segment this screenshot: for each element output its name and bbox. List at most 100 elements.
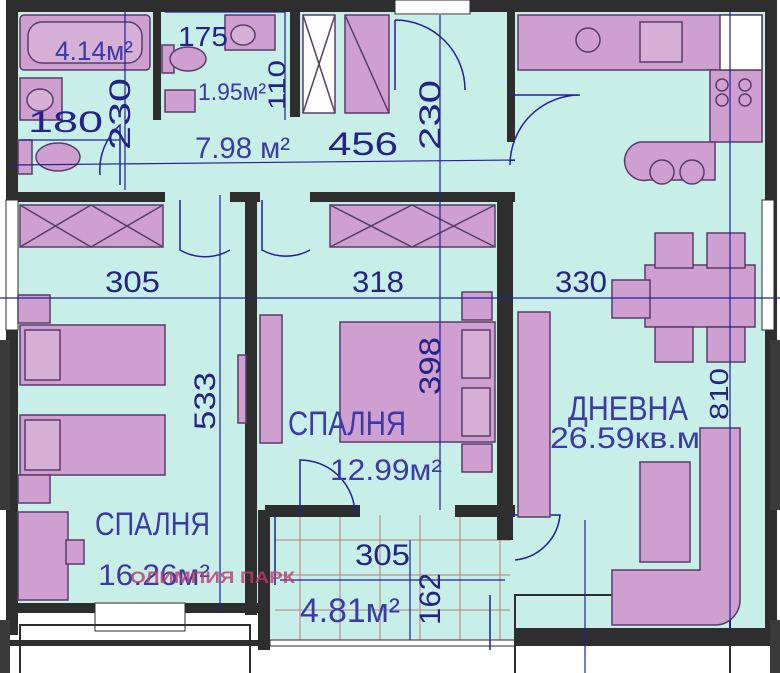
- kitchen-sink: [639, 21, 683, 63]
- bathtub-inner: [27, 21, 143, 64]
- tv-cabinet: [517, 311, 551, 518]
- bedroom-mid-area: 12.99м²: [330, 454, 442, 487]
- dining-table: [644, 264, 756, 328]
- wall-hall-kitchen: [507, 12, 515, 142]
- dim-398: 398: [414, 337, 447, 395]
- dresser-mid: [259, 314, 283, 444]
- living-area: 26.59кв.м: [550, 422, 700, 455]
- bath-area-label: 4.14м²: [55, 36, 133, 66]
- door-bedroom1: [179, 200, 231, 258]
- hall-wardrobe-2-cross: [344, 14, 390, 114]
- dim-305-b: 305: [355, 539, 410, 572]
- kitchen-stove-burner-1: [715, 78, 729, 92]
- bath-toilet-tank: [17, 139, 33, 175]
- wardrobe-mid-cross: [329, 204, 496, 248]
- wall-window-right: [770, 340, 780, 510]
- bedroom-mid-name: СПАЛНЯ: [288, 405, 406, 443]
- bath-toilet-bowl: [35, 142, 81, 172]
- nightstand-1: [461, 291, 493, 321]
- wall-hall-bottom-mid2: [310, 192, 515, 202]
- wall-wc-right: [290, 12, 300, 117]
- wall-bedroom-living: [497, 195, 513, 540]
- wc-sink-bowl: [230, 24, 256, 46]
- wall-bedroom-bottom: [15, 603, 95, 613]
- dim-318: 318: [352, 266, 404, 299]
- terrace-area-label: 4.81м²: [300, 592, 400, 630]
- wall-mid-bottom2: [455, 505, 515, 517]
- wall-top-left: [10, 0, 395, 12]
- wall-window-left: [0, 340, 10, 510]
- wall-living-bottom: [515, 628, 765, 640]
- wardrobe-mid: [329, 204, 496, 248]
- watermark: ОЛИМПИЯ ПАРК: [130, 568, 296, 587]
- dim-810: 810: [704, 368, 734, 420]
- wall-bedroom-divider: [245, 195, 257, 615]
- floor-left-block: [15, 0, 515, 605]
- dining-chair-5: [611, 279, 651, 319]
- dim-305-a: 305: [105, 266, 160, 299]
- door-bedroom2: [261, 200, 311, 257]
- doors: [99, 19, 581, 650]
- kitchen-microwave: [575, 27, 601, 53]
- bed-2-head: [17, 474, 51, 504]
- wall-left-small: [0, 620, 10, 673]
- wall-bath-right: [153, 12, 161, 120]
- bedroom-left-area: 16.26м²: [98, 559, 210, 592]
- wall-top-right: [470, 0, 770, 12]
- window-top: [394, 0, 471, 15]
- hall-area-label: 7.98 м²: [195, 132, 290, 165]
- door-bath: [99, 123, 121, 185]
- dim-110: 110: [264, 60, 291, 110]
- dim-230-a: 230: [104, 78, 137, 150]
- wardrobe-left: [19, 204, 164, 248]
- dim-175: 175: [178, 21, 228, 52]
- window-terrace-bottom: [269, 639, 516, 647]
- double-bed-pillow-2: [461, 387, 491, 437]
- door-terrace-1: [299, 459, 356, 516]
- wardrobe-left-cross: [19, 204, 164, 248]
- kitchen-fridge: [719, 14, 763, 71]
- kitchen-stove-burner-4: [738, 93, 752, 107]
- desk-chair-left: [65, 539, 85, 565]
- dining-chair-4: [706, 326, 746, 363]
- window-right: [761, 199, 775, 331]
- window-bedroom-bottom: [94, 602, 186, 632]
- bed-1-pillow: [24, 329, 61, 381]
- dimension-lines: [0, 10, 780, 673]
- wall-bedroom-bottom2: [185, 603, 260, 613]
- dim-180: 180: [28, 106, 103, 139]
- hall-wardrobe-1-cross: [302, 14, 336, 114]
- double-bed-pillow-1: [461, 329, 491, 379]
- bar-stool-2: [679, 159, 705, 185]
- coffee-table: [639, 461, 691, 563]
- door-terrace-2: [510, 514, 561, 561]
- wc-area-label: 1.95м²: [198, 79, 266, 106]
- bed-2-pillow: [24, 419, 61, 471]
- nightstand-2: [461, 443, 493, 473]
- bed-1-head: [17, 294, 51, 324]
- wc-toilet-bowl: [169, 46, 207, 72]
- bar-stool-1: [649, 159, 675, 185]
- dim-330: 330: [555, 266, 607, 299]
- desk-left: [17, 511, 69, 601]
- kitchen-counter-side: [709, 69, 763, 143]
- kitchen-stove-burner-2: [738, 78, 752, 92]
- wall-mid-bottom: [265, 505, 360, 517]
- terrace-tiles: [275, 515, 510, 640]
- tv-stand-mid: [237, 354, 247, 424]
- bath-sink-bowl: [26, 88, 54, 112]
- bedroom-left-name: СПАЛНЯ: [95, 506, 210, 542]
- dim-162: 162: [414, 573, 447, 625]
- wall-left-outer: [6, 0, 18, 195]
- dining-chair-2: [706, 232, 746, 269]
- wc-washer: [164, 89, 196, 113]
- dining-chair-1: [654, 232, 694, 269]
- window-left: [5, 199, 19, 331]
- dim-533: 533: [189, 372, 222, 430]
- dining-chair-3: [654, 326, 694, 363]
- furniture: [17, 14, 763, 626]
- wall-hall-bottom-left: [15, 192, 165, 202]
- kitchen-stove-burner-3: [715, 93, 729, 107]
- wall-right-small: [770, 620, 780, 673]
